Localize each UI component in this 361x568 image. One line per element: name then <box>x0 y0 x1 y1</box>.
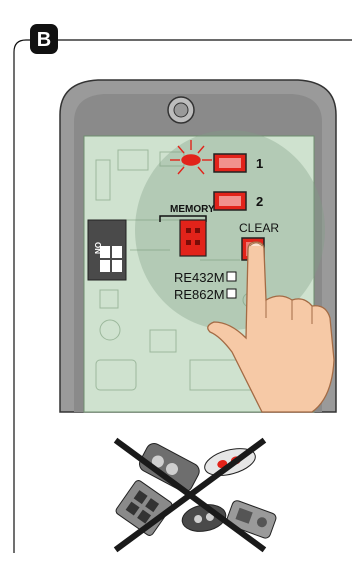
clear-label: CLEAR <box>239 221 279 235</box>
channel-button-2[interactable]: 2 <box>214 192 263 210</box>
dip-switch: ON <box>88 220 126 280</box>
switch-on-label: ON <box>93 242 102 254</box>
step-badge-letter: B <box>37 29 51 51</box>
option-re432m-checkbox <box>227 272 236 281</box>
channel-1-label: 1 <box>256 156 263 171</box>
option-re432m: RE432M <box>174 270 225 285</box>
channel-2-label: 2 <box>256 194 263 209</box>
channel-button-1[interactable]: 1 <box>214 154 263 172</box>
memory-label: MEMORY <box>170 204 215 215</box>
option-re862m-checkbox <box>227 289 236 298</box>
memory-connector <box>180 220 206 256</box>
option-re862m: RE862M <box>174 287 225 302</box>
step-badge: B <box>30 24 58 54</box>
